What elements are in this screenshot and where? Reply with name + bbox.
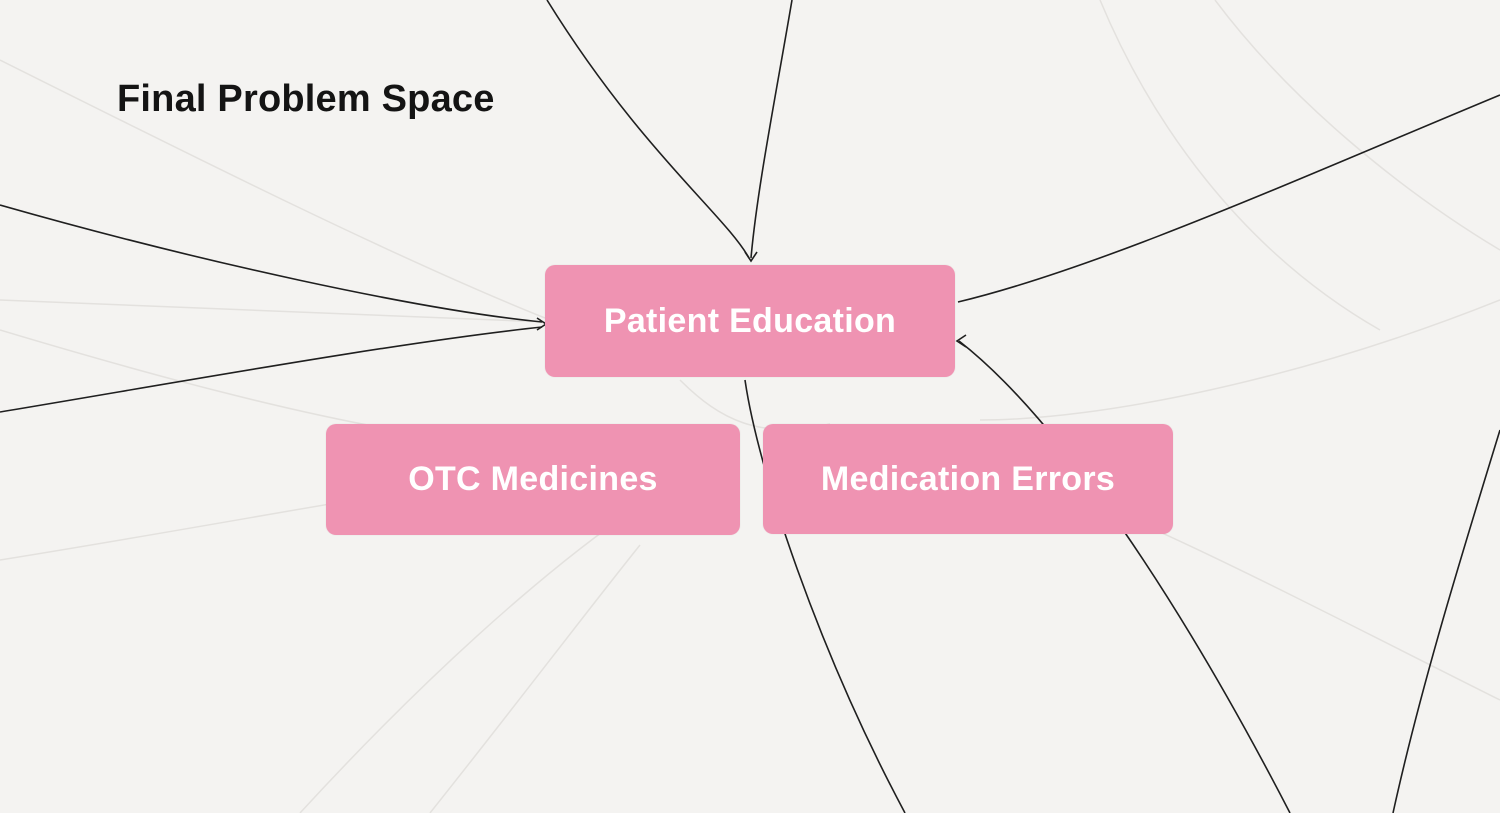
node-patient-education[interactable]: Patient Education	[545, 265, 955, 377]
arrowhead-into-right	[955, 334, 967, 348]
page-title: Final Problem Space	[117, 78, 495, 120]
node-medication-errors-label: Medication Errors	[820, 459, 1116, 498]
arrowhead-into-top	[744, 251, 758, 263]
node-otc-medicines[interactable]: OTC Medicines	[326, 424, 740, 535]
node-otc-medicines-label: OTC Medicines	[408, 460, 658, 498]
node-patient-education-label: Patient Education	[603, 301, 897, 340]
node-medication-errors[interactable]: Medication Errors	[763, 424, 1173, 534]
